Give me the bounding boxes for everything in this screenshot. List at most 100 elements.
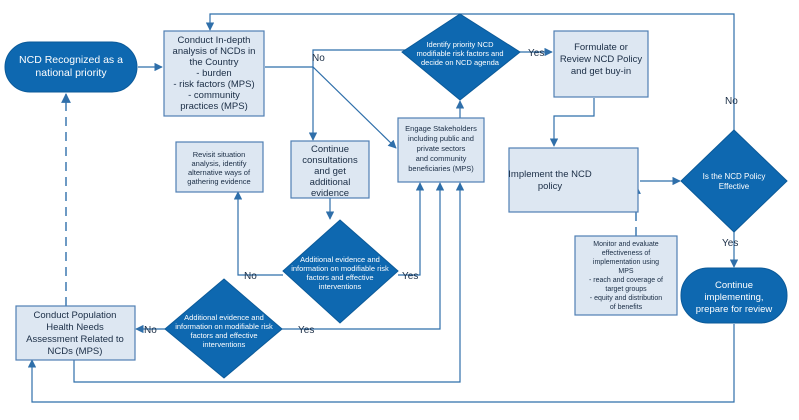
monitor-evaluate-line-3: implementation using xyxy=(593,259,659,266)
formulate-policy-shape xyxy=(553,30,649,98)
edge-labels: Yes No No Yes No Yes No Yes xyxy=(144,48,738,336)
monitor-evaluate-line-2: effectiveness of xyxy=(602,250,651,257)
revisit-situation-shape xyxy=(175,141,264,193)
node-conduct-indepth: Conduct In-depth analysis of NCDs in the… xyxy=(163,30,265,117)
node-additional-evidence-lower: Additional evidence and information on m… xyxy=(164,278,283,379)
label-yes-from-effective: Yes xyxy=(722,238,738,249)
label-no-from-effective: No xyxy=(725,96,738,107)
continue-implementing-line-3: prepare for review xyxy=(696,304,773,315)
node-continue-implementing: Continue implementing, prepare for revie… xyxy=(680,267,788,324)
conduct-indepth-line-5: - risk factors (MPS) xyxy=(173,79,254,90)
additional-evidence-upper-line-3: factors and effective xyxy=(307,273,374,282)
continue-consultations-line-5: evidence xyxy=(311,188,349,199)
revisit-situation-line-4: gathering evidence xyxy=(187,177,250,186)
additional-evidence-lower-line-1: Additional evidence and xyxy=(184,313,264,322)
node-implement-policy: Implement the NCD policy xyxy=(508,147,639,213)
monitor-evaluate-line-5: - reach and coverage of xyxy=(589,277,663,284)
monitor-evaluate-line-6: target groups xyxy=(605,286,647,293)
node-additional-evidence-upper: Additional evidence and information on m… xyxy=(282,219,399,324)
label-no-from-lower: No xyxy=(144,325,157,336)
label-no-from-upper: No xyxy=(244,271,257,282)
engage-stakeholders-line-4: and community xyxy=(416,154,467,163)
additional-evidence-upper-line-1: Additional evidence and xyxy=(300,255,380,264)
monitor-evaluate-line-4: MPS xyxy=(618,268,634,275)
conduct-indepth-line-4: - burden xyxy=(196,68,231,79)
revisit-situation-line-2: analysis, identify xyxy=(191,159,246,168)
edge-lower-yes-to-engage xyxy=(282,182,445,330)
additional-evidence-upper-line-2: information on modifiable risk xyxy=(291,264,389,273)
engage-stakeholders-shape xyxy=(397,117,485,183)
edge-formulate-to-implement xyxy=(549,98,595,147)
ncd-recognized-line-2: national priority xyxy=(35,67,107,79)
conduct-indepth-line-7: practices (MPS) xyxy=(180,101,248,112)
node-conduct-population: Conduct Population Health Needs Assessme… xyxy=(15,305,136,361)
edge-upper-no-to-revisit xyxy=(233,191,283,276)
continue-implementing-line-1: Continue xyxy=(715,280,753,291)
node-identify-priority: Identify priority NCD modifiable risk fa… xyxy=(401,13,521,101)
identify-priority-line-1: Identify priority NCD xyxy=(426,40,494,49)
edge-population-to-engage xyxy=(73,182,465,383)
identify-priority-shape xyxy=(401,13,521,101)
conduct-indepth-line-2: analysis of NCDs in xyxy=(173,46,256,57)
monitor-evaluate-line-1: Monitor and evaluate xyxy=(593,241,658,248)
label-no-from-identify: No xyxy=(312,53,325,64)
engage-stakeholders-line-3: private sectors xyxy=(417,144,466,153)
revisit-situation-line-1: Revisit situation xyxy=(193,150,246,159)
continue-consultations-line-4: additional xyxy=(310,177,351,188)
additional-evidence-lower-line-4: interventions xyxy=(203,340,246,349)
conduct-indepth-shape xyxy=(163,30,265,117)
edges xyxy=(27,13,739,403)
node-ncd-recognized: NCD Recognized as a national priority xyxy=(4,41,138,93)
conduct-population-line-2: Health Needs xyxy=(46,322,104,333)
implement-policy-shape xyxy=(508,147,639,213)
conduct-indepth-line-1: Conduct In-depth xyxy=(178,35,251,46)
additional-evidence-lower-shape xyxy=(164,278,283,379)
engage-stakeholders-line-2: including public and xyxy=(408,134,474,143)
node-engage-stakeholders: Engage Stakeholders including public and… xyxy=(397,117,485,183)
conduct-indepth-line-3: the Country xyxy=(189,57,238,68)
node-formulate-policy: Formulate or Review NCD Policy and get b… xyxy=(553,30,649,98)
continue-consultations-shape xyxy=(290,140,370,199)
continue-consultations-line-2: consultations xyxy=(302,155,358,166)
additional-evidence-upper-shape xyxy=(282,219,399,324)
edge-upper-yes-to-engage xyxy=(398,182,425,276)
edge-continue-loop-bottom xyxy=(27,324,735,403)
edge-effective-no-loop xyxy=(205,13,735,130)
node-revisit-situation: Revisit situation analysis, identify alt… xyxy=(175,141,264,193)
node-monitor-evaluate: Monitor and evaluate effectiveness of im… xyxy=(574,235,678,316)
identify-priority-line-2: modifiable risk factors and xyxy=(416,49,503,58)
formulate-policy-line-1: Formulate or xyxy=(574,42,628,53)
node-is-policy-effective: Is the NCD Policy Effective xyxy=(680,129,788,233)
continue-implementing-shape xyxy=(680,267,788,324)
monitor-evaluate-shape xyxy=(574,235,678,316)
edge-indepth-to-engage xyxy=(265,66,397,149)
engage-stakeholders-line-5: beneficiaries (MPS) xyxy=(408,164,474,173)
continue-implementing-line-2: implementing, xyxy=(704,292,763,303)
label-yes-from-lower: Yes xyxy=(298,325,314,336)
conduct-population-line-1: Conduct Population xyxy=(34,310,117,321)
conduct-population-line-3: Assessment Related to xyxy=(26,334,124,345)
engage-stakeholders-line-1: Engage Stakeholders xyxy=(405,124,477,133)
edge-identify-no-to-consultations xyxy=(308,49,406,141)
identify-priority-line-3: decide on NCD agenda xyxy=(421,58,500,67)
conduct-population-line-4: NCDs (MPS) xyxy=(48,346,103,357)
additional-evidence-lower-line-3: factors and effective xyxy=(191,331,258,340)
implement-policy-line-2: policy xyxy=(538,181,563,192)
formulate-policy-line-3: and get buy-in xyxy=(571,66,631,77)
revisit-situation-line-3: alternative ways of xyxy=(188,168,251,177)
is-policy-effective-line-2: Effective xyxy=(719,182,750,191)
label-yes-to-formulate: Yes xyxy=(528,48,544,59)
label-yes-from-upper: Yes xyxy=(402,271,418,282)
implement-policy-line-1: Implement the NCD xyxy=(508,169,592,180)
additional-evidence-lower-line-2: information on modifiable risk xyxy=(175,322,273,331)
is-policy-effective-shape xyxy=(680,129,788,233)
is-policy-effective-line-1: Is the NCD Policy xyxy=(703,172,766,181)
continue-consultations-line-1: Continue xyxy=(311,144,349,155)
additional-evidence-upper-line-4: interventions xyxy=(319,282,362,291)
ncd-recognized-line-1: NCD Recognized as a xyxy=(19,54,123,66)
continue-consultations-line-3: and get xyxy=(314,166,346,177)
monitor-evaluate-line-8: of benefits xyxy=(610,304,643,311)
monitor-evaluate-line-7: - equity and distribution xyxy=(590,295,662,302)
